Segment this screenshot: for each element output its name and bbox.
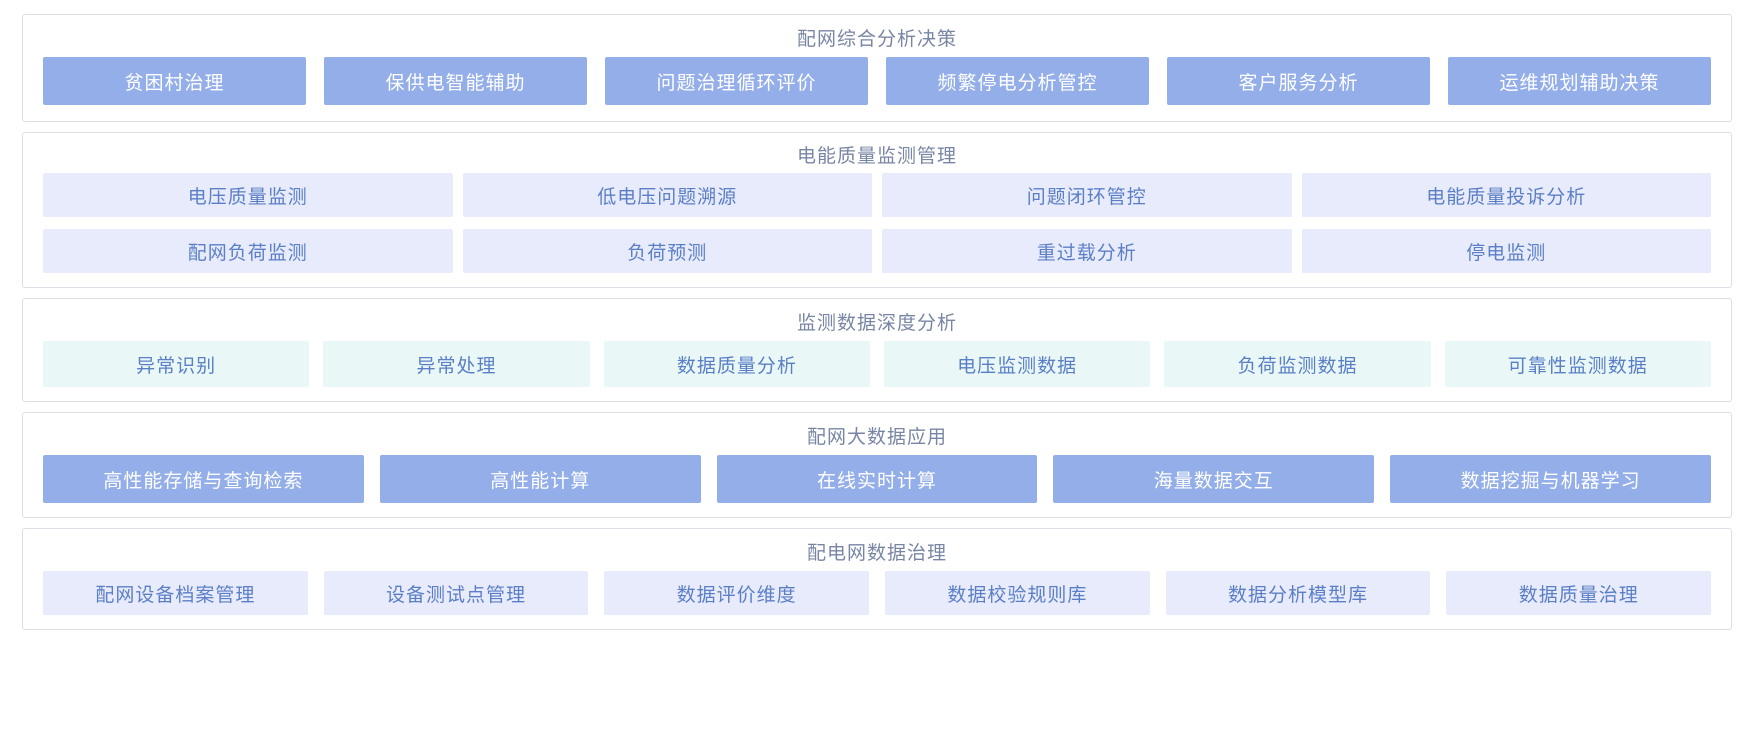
section-tile-row: 异常识别 异常处理 数据质量分析 电压监测数据 负荷监测数据 可靠性监测数据 xyxy=(43,341,1711,387)
module-tile[interactable]: 电压监测数据 xyxy=(883,341,1151,387)
section-panel-peidianwang-shuju-zhili: 配电网数据治理 配网设备档案管理 设备测试点管理 数据评价维度 数据校验规则库 … xyxy=(22,528,1732,630)
module-tile[interactable]: 运维规划辅助决策 xyxy=(1448,57,1711,105)
module-tile[interactable]: 电能质量投诉分析 xyxy=(1301,173,1711,217)
section-tile-row: 配网负荷监测 负荷预测 重过载分析 停电监测 xyxy=(43,229,1711,273)
section-tile-row: 高性能存储与查询检索 高性能计算 在线实时计算 海量数据交互 数据挖掘与机器学习 xyxy=(43,455,1711,503)
module-tile[interactable]: 低电压问题溯源 xyxy=(462,173,872,217)
module-tile[interactable]: 异常识别 xyxy=(43,341,310,387)
module-tile[interactable]: 可靠性监测数据 xyxy=(1444,341,1711,387)
module-tile[interactable]: 客户服务分析 xyxy=(1167,57,1430,105)
module-tile[interactable]: 数据质量治理 xyxy=(1446,571,1712,615)
section-panel-jiance-shuju-shendu-fenxi: 监测数据深度分析 异常识别 异常处理 数据质量分析 电压监测数据 负荷监测数据 … xyxy=(22,298,1732,402)
module-tile[interactable]: 问题治理循环评价 xyxy=(605,57,868,105)
module-tile[interactable]: 海量数据交互 xyxy=(1053,455,1375,503)
module-tile[interactable]: 重过载分析 xyxy=(882,229,1292,273)
module-tile[interactable]: 高性能计算 xyxy=(379,455,701,503)
module-tile[interactable]: 数据评价维度 xyxy=(604,571,870,615)
section-panel-dianneng-zhiliang-jiance-guanli: 电能质量监测管理 电压质量监测 低电压问题溯源 问题闭环管控 电能质量投诉分析 … xyxy=(22,132,1732,288)
section-panel-peiwang-zonghe-fenxi-juece: 配网综合分析决策 贫困村治理 保供电智能辅助 问题治理循环评价 频繁停电分析管控… xyxy=(22,14,1732,122)
module-tile[interactable]: 问题闭环管控 xyxy=(882,173,1292,217)
module-tile[interactable]: 数据分析模型库 xyxy=(1165,571,1431,615)
module-tile[interactable]: 设备测试点管理 xyxy=(323,571,589,615)
module-tile[interactable]: 贫困村治理 xyxy=(43,57,306,105)
section-title: 监测数据深度分析 xyxy=(796,313,957,334)
module-tile[interactable]: 数据质量分析 xyxy=(603,341,870,387)
section-tile-row: 电压质量监测 低电压问题溯源 问题闭环管控 电能质量投诉分析 xyxy=(43,173,1711,217)
section-title: 配网综合分析决策 xyxy=(796,29,957,50)
module-tile[interactable]: 电压质量监测 xyxy=(43,173,453,217)
module-tile[interactable]: 数据挖掘与机器学习 xyxy=(1390,455,1711,503)
module-tile[interactable]: 负荷预测 xyxy=(462,229,872,273)
module-tile[interactable]: 保供电智能辅助 xyxy=(324,57,587,105)
section-tile-row: 配网设备档案管理 设备测试点管理 数据评价维度 数据校验规则库 数据分析模型库 … xyxy=(43,571,1712,615)
module-tile[interactable]: 停电监测 xyxy=(1301,229,1711,273)
module-tile[interactable]: 数据校验规则库 xyxy=(885,571,1150,615)
section-title: 配电网数据治理 xyxy=(806,543,947,564)
section-title: 电能质量监测管理 xyxy=(796,146,957,167)
section-panel-peiwang-dashuju-yingyong: 配网大数据应用 高性能存储与查询检索 高性能计算 在线实时计算 海量数据交互 数… xyxy=(22,412,1732,518)
module-tile[interactable]: 频繁停电分析管控 xyxy=(886,57,1149,105)
module-tile[interactable]: 高性能存储与查询检索 xyxy=(43,455,364,503)
module-tile[interactable]: 异常处理 xyxy=(323,341,590,387)
module-tile[interactable]: 配网负荷监测 xyxy=(43,229,453,273)
module-tile[interactable]: 负荷监测数据 xyxy=(1164,341,1431,387)
section-tile-row: 贫困村治理 保供电智能辅助 问题治理循环评价 频繁停电分析管控 客户服务分析 运… xyxy=(43,57,1711,105)
section-title: 配网大数据应用 xyxy=(806,427,947,448)
module-tile[interactable]: 在线实时计算 xyxy=(716,455,1038,503)
module-tile[interactable]: 配网设备档案管理 xyxy=(43,571,308,615)
